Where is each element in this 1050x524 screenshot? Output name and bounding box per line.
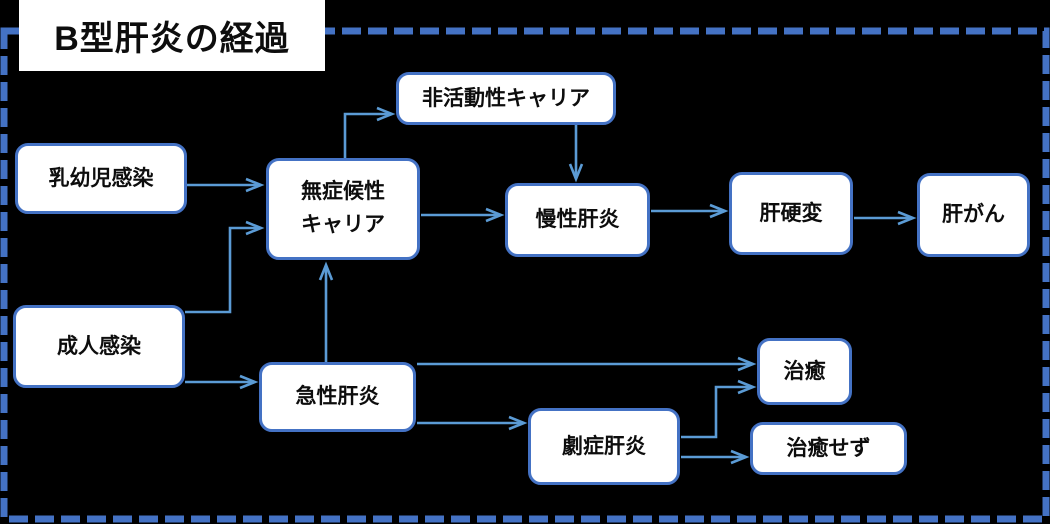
title-box: B型肝炎の経過 (19, 0, 325, 71)
node-label: 慢性肝炎 (535, 208, 620, 232)
node-inactive-carrier: 非活動性キャリア (396, 72, 616, 125)
node-liver-cancer: 肝がん (917, 173, 1030, 257)
arrow-asymptomatic-to-inactive (343, 106, 396, 158)
node-label: 乳幼児感染 (48, 166, 154, 190)
node-label: 非活動性キャリア (422, 86, 590, 110)
node-label: 肝硬変 (759, 201, 823, 225)
node-label: 治癒せず (786, 436, 871, 460)
node-adult-infection: 成人感染 (13, 305, 185, 388)
node-fulminant-hepatitis: 劇症肝炎 (528, 408, 680, 485)
node-asymptomatic-carrier: 無症候性 キャリア (266, 158, 420, 260)
node-label: 成人感染 (57, 334, 141, 358)
node-label-line1: 無症候性 (301, 180, 385, 204)
arrow-fulminant-to-cure (681, 379, 757, 439)
arrow-adult-to-asymptomatic (185, 220, 265, 314)
node-cirrhosis: 肝硬変 (729, 172, 853, 255)
page-title: B型肝炎の経過 (54, 20, 290, 58)
node-infant-infection: 乳幼児感染 (15, 143, 187, 214)
node-cure: 治癒 (757, 338, 852, 405)
node-not-cured: 治癒せず (750, 422, 907, 475)
node-label: 劇症肝炎 (562, 434, 646, 458)
node-label-line2: キャリア (301, 213, 385, 236)
node-acute-hepatitis: 急性肝炎 (259, 362, 416, 432)
node-label: 肝がん (942, 203, 1005, 227)
node-chronic-hepatitis: 慢性肝炎 (505, 183, 650, 257)
node-label: 治癒 (783, 359, 826, 383)
dashed-frame (0, 27, 1050, 523)
node-label: 急性肝炎 (295, 385, 380, 409)
